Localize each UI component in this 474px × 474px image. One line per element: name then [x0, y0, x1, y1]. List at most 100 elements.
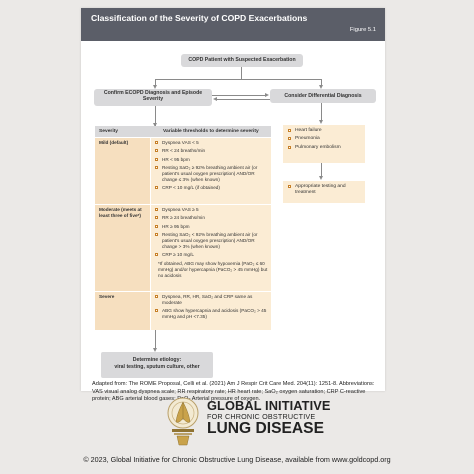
threshold-cell-severe: Dyspnea, RR, HR, SaO₂ and CRP same as mo… — [151, 292, 271, 330]
list-item: ABG show hypercapnia and acidosis (PaCO₂… — [154, 308, 268, 320]
copyright-notice: © 2023, Global Initiative for Chronic Ob… — [83, 455, 391, 464]
severity-cell-moderate: Moderate (meets at least three of five*) — [95, 205, 150, 291]
connector-top-vertical — [241, 67, 242, 79]
threshold-cell-mild: Dyspnea VAS < 5 RR < 24 breaths/min HR <… — [151, 138, 271, 204]
threshold-text: Resting SaO₂ ≥ 92% breathing ambient air… — [162, 164, 258, 183]
arrow-to-differential-list — [319, 120, 323, 124]
suspected-exacerbation-box: COPD Patient with Suspected Exacerbation — [181, 54, 303, 67]
list-item: Dyspnea VAS < 5 — [154, 140, 268, 146]
threshold-text: Dyspnea, RR, HR, SaO₂ and CRP same as mo… — [162, 294, 253, 306]
list-item: Resting SaO₂ < 92% breathing ambient air… — [154, 232, 268, 250]
title-bar: Classification of the Severity of COPD E… — [81, 8, 385, 41]
logo-line-2: FOR CHRONIC OBSTRUCTIVE — [207, 412, 316, 421]
bullet-icon — [155, 141, 158, 144]
list-item: CRP < 10 mg/L (if obtained) — [154, 185, 268, 191]
gold-logo-icon — [167, 397, 199, 446]
differential-item: Pulmonary embolism — [295, 144, 341, 150]
etiology-detail: viral testing, sputum culture, other — [114, 364, 200, 370]
threshold-text: HR < 95 bpm — [162, 156, 190, 162]
threshold-text: CRP < 10 mg/L (if obtained) — [162, 185, 220, 191]
severity-name: Severe — [99, 294, 115, 299]
bullet-icon — [155, 157, 158, 161]
severity-column-header: Severity — [99, 129, 119, 134]
etiology-box: Determine etiology: viral testing, sputu… — [101, 352, 213, 378]
connector-to-etiology — [155, 330, 156, 350]
arrow-to-testing-box — [319, 176, 323, 180]
threshold-text: RR < 24 breaths/min — [162, 148, 206, 154]
arrow-to-differential-box — [319, 85, 323, 89]
abg-note: *If obtained, ABG may show hypoxemia (Pa… — [158, 260, 268, 278]
list-item: Heart failure — [287, 128, 361, 134]
severity-cell-mild: Mild (default) — [95, 138, 150, 204]
figure-area: Classification of the Severity of COPD E… — [81, 8, 385, 391]
bullet-icon — [155, 232, 158, 236]
figure-title: Classification of the Severity of COPD E… — [91, 13, 308, 23]
bullet-icon — [155, 165, 158, 169]
threshold-column-header: Variable thresholds to determine severit… — [163, 129, 259, 134]
connector-left-down — [155, 79, 156, 87]
severity-cell-severe: Severe — [95, 292, 150, 330]
testing-treatment-box: Appropriate testing and treatment — [283, 181, 365, 203]
list-item: Dyspnea VAS ≥ 5 — [154, 207, 268, 213]
list-item: HR < 95 bpm — [154, 157, 268, 163]
list-item: Pulmonary embolism — [287, 145, 361, 151]
list-item: RR ≥ 24 breaths/min — [154, 215, 268, 221]
differential-diagnosis-box: Consider Differential Diagnosis — [270, 89, 376, 103]
confirm-ecopd-box: Confirm ECOPD Diagnosis and Episode Seve… — [94, 89, 212, 106]
connector-differential-down — [321, 103, 322, 122]
bullet-icon — [155, 208, 158, 211]
logo-line-3: LUNG DISEASE — [207, 420, 324, 437]
figure-number: Figure 5.1 — [349, 27, 376, 33]
arrow-to-confirm-box — [153, 85, 157, 89]
list-item: Appropriate testing and treatment — [287, 184, 361, 197]
arrow-to-right — [265, 92, 269, 97]
threshold-text: Resting SaO₂ < 92% breathing ambient air… — [162, 231, 258, 250]
bullet-icon — [288, 137, 291, 141]
connector-right-down — [321, 79, 322, 87]
differential-list-box: Heart failure Pneumonia Pulmonary emboli… — [283, 125, 365, 163]
bullet-icon — [288, 145, 291, 149]
bullet-icon — [155, 216, 158, 220]
connector-back-to-left — [217, 99, 270, 100]
list-item: Pneumonia — [287, 136, 361, 142]
bullet-icon — [155, 295, 158, 298]
threshold-text: RR ≥ 24 breaths/min — [162, 215, 205, 221]
differential-diagnosis-label: Consider Differential Diagnosis — [284, 93, 362, 99]
severity-name: Moderate (meets at least three of five*) — [99, 207, 142, 219]
bullet-icon — [155, 224, 158, 228]
differential-item: Pneumonia — [295, 136, 320, 142]
connector-confirm-to-table — [155, 106, 156, 126]
threshold-text: ABG show hypercapnia and acidosis (PaCO₂… — [162, 308, 267, 320]
connector-to-right — [212, 95, 266, 96]
arrow-to-left — [213, 96, 217, 101]
threshold-text: Dyspnea VAS < 5 — [162, 140, 199, 145]
differential-item: Heart failure — [295, 128, 322, 133]
bullet-icon — [155, 186, 158, 190]
confirm-ecopd-label: Confirm ECOPD Diagnosis and Episode Seve… — [103, 90, 203, 103]
threshold-text: HR ≥ 95 bpm — [162, 223, 190, 229]
connector-to-testing — [321, 163, 322, 178]
severity-table-header: Severity Variable thresholds to determin… — [95, 126, 271, 137]
threshold-text: Dyspnea VAS ≥ 5 — [162, 207, 199, 212]
testing-treatment-text: Appropriate testing and treatment — [295, 184, 346, 196]
suspected-exacerbation-label: COPD Patient with Suspected Exacerbation — [188, 57, 296, 63]
arrow-to-severity-table — [153, 123, 157, 127]
bullet-icon — [288, 185, 291, 188]
bullet-icon — [288, 129, 291, 132]
list-item: CRP ≥ 10 mg/L — [154, 252, 268, 258]
list-item: Dyspnea, RR, HR, SaO₂ and CRP same as mo… — [154, 294, 268, 306]
connector-branch-horizontal — [155, 79, 322, 80]
logo-line-1: GLOBAL INITIATIVE — [207, 398, 331, 413]
etiology-title: Determine etiology: — [132, 357, 182, 363]
list-item: HR ≥ 95 bpm — [154, 224, 268, 230]
list-item: Resting SaO₂ ≥ 92% breathing ambient air… — [154, 165, 268, 183]
list-item: RR < 24 breaths/min — [154, 148, 268, 154]
arrow-to-etiology — [153, 348, 157, 352]
threshold-text: CRP ≥ 10 mg/L — [162, 252, 194, 258]
gold-logo-text: GLOBAL INITIATIVE FOR CHRONIC OBSTRUCTIV… — [207, 398, 331, 437]
threshold-cell-moderate: Dyspnea VAS ≥ 5 RR ≥ 24 breaths/min HR ≥… — [151, 205, 271, 291]
bullet-icon — [155, 309, 158, 313]
bullet-icon — [155, 253, 158, 257]
bullet-icon — [155, 149, 158, 153]
severity-name: Mild (default) — [99, 140, 129, 145]
